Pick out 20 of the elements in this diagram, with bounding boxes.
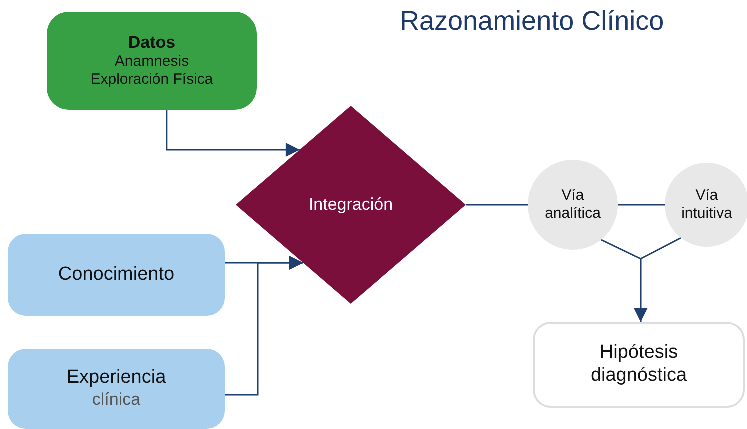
process-box <box>8 234 225 316</box>
title: Razonamiento Clínico <box>400 6 664 37</box>
process-box <box>8 349 225 429</box>
arrow <box>225 256 304 396</box>
arrow <box>166 110 300 157</box>
connector-line <box>466 204 528 206</box>
connector-line <box>618 204 665 206</box>
node-text: Anamnesis Exploración Física <box>90 53 214 90</box>
decision-diamond <box>236 106 466 304</box>
node-label: Vía intuitiva <box>680 187 734 223</box>
node-label: Integración <box>308 194 394 216</box>
node-heading: Datos <box>128 32 176 54</box>
node-label: Vía analítica <box>544 187 602 223</box>
process-box <box>533 322 745 408</box>
arrow <box>634 237 682 322</box>
node-label: Hipótesis diagnóstica <box>590 342 688 388</box>
node-heading: Experiencia <box>66 367 166 390</box>
node-text: clínica <box>92 390 141 411</box>
node-label: Conocimiento <box>58 264 175 286</box>
process-box <box>47 12 257 110</box>
